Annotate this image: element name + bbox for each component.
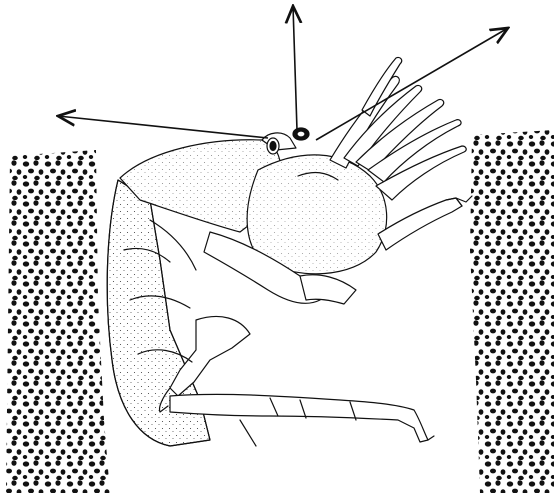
sediment-wall-left: [6, 150, 110, 493]
arrow-up: [293, 6, 297, 130]
arrow-left: [58, 116, 268, 138]
sediment-wall-right: [470, 130, 554, 493]
crab-leg-right-upper: [378, 198, 462, 250]
arrows: [58, 6, 508, 140]
crab-illustration: [107, 57, 472, 446]
